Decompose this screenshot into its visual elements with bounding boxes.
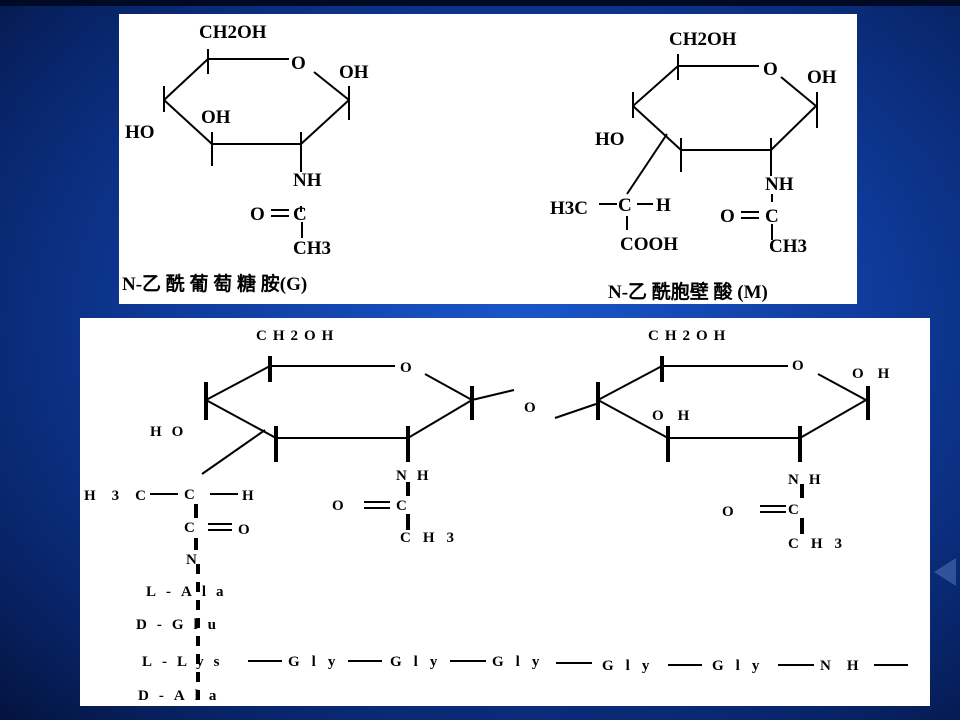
lactyl-carbonyl-carbon: C bbox=[184, 520, 195, 536]
nam-ch2oh-label: CH2OH bbox=[669, 29, 737, 50]
right-ch2oh-label: CH2OH bbox=[648, 328, 731, 344]
nam-h3c-label: H3C bbox=[550, 198, 588, 219]
nam-oh-right: OH bbox=[807, 67, 837, 88]
nag-ho-label: HO bbox=[125, 122, 155, 143]
left-ho-label: HO bbox=[150, 424, 193, 440]
ring-bond bbox=[471, 389, 515, 401]
right-ring-labels: CH2OH O OH OH NH O C CH3 bbox=[648, 328, 903, 552]
nam-bond bbox=[632, 105, 682, 151]
nam-bond bbox=[770, 105, 817, 151]
nam-lactyl-carbon: C bbox=[618, 195, 632, 216]
glycine-1: Gly bbox=[288, 654, 347, 670]
peptide-residue-4: D-Ala bbox=[138, 688, 226, 704]
glycine-3: Gly bbox=[492, 654, 551, 670]
left-nh-label: NH bbox=[396, 468, 439, 484]
nag-caption: N-乙 酰 葡 萄 糖 胺(G) bbox=[122, 272, 307, 295]
right-oh-mid: OH bbox=[652, 408, 703, 424]
right-carbonyl-oxygen: O bbox=[722, 504, 734, 520]
right-ring bbox=[596, 356, 870, 462]
peptide-residue-2: D-Glu bbox=[136, 617, 226, 633]
glycosidic-oxygen: O bbox=[524, 400, 536, 416]
nag-carbonyl-oxygen: O bbox=[250, 204, 265, 225]
ring-bond bbox=[424, 373, 473, 401]
nam-nh-label: NH bbox=[765, 174, 794, 195]
right-ch3-label: CH3 bbox=[788, 536, 854, 552]
monomer-panel: CH2OH O OH OH HO NH O C CH3 N-乙 酰 葡 萄 糖 … bbox=[119, 14, 857, 304]
ring-bond bbox=[597, 399, 669, 439]
right-acetamido bbox=[760, 484, 804, 534]
nam-bond bbox=[780, 76, 817, 107]
ring-bond bbox=[817, 373, 867, 401]
nag-ring-oxygen: O bbox=[291, 53, 306, 74]
slide-top-bar bbox=[0, 0, 960, 6]
nam-carbonyl-oxygen: O bbox=[720, 206, 735, 227]
nam-structure: CH2OH O OH HO NH O C CH3 H3C C H COOH N-… bbox=[550, 29, 837, 303]
lactyl-group bbox=[150, 493, 238, 550]
lactyl-hydrogen: H bbox=[242, 488, 254, 504]
nag-bond bbox=[163, 99, 213, 145]
ring-bond bbox=[205, 365, 271, 401]
peptide-residue-1: L-Ala bbox=[146, 584, 234, 600]
nam-bond bbox=[626, 133, 668, 195]
bridge-end-nh: NH bbox=[820, 658, 875, 674]
slide-decoration bbox=[934, 558, 956, 586]
ring-bond bbox=[799, 399, 867, 439]
lactyl-carbonyl-oxygen: O bbox=[238, 522, 250, 538]
peptidoglycan-panel: CH2OH O O HO NH O C CH3 CH2OH O OH OH NH… bbox=[80, 318, 930, 706]
nag-bond bbox=[300, 99, 350, 145]
left-acetamido bbox=[364, 482, 410, 530]
glycine-labels: Gly Gly Gly Gly Gly NH bbox=[288, 654, 875, 674]
ring-bond bbox=[597, 365, 663, 401]
glycine-2: Gly bbox=[390, 654, 449, 670]
nam-ring-oxygen: O bbox=[763, 59, 778, 80]
nam-lactyl-h: H bbox=[656, 195, 671, 216]
left-carbonyl-carbon: C bbox=[396, 498, 407, 514]
ring-bond bbox=[554, 403, 597, 419]
left-carbonyl-oxygen: O bbox=[332, 498, 344, 514]
lactyl-bond bbox=[201, 429, 266, 475]
right-ring-oxygen: O bbox=[792, 358, 804, 374]
lactyl-labels: H3C C H C O N bbox=[84, 487, 254, 568]
peptide-labels: L-Ala D-Glu L-Lys D-Ala bbox=[136, 584, 234, 704]
nag-oh-right: OH bbox=[339, 62, 369, 83]
ring-bond bbox=[205, 399, 277, 439]
left-ring bbox=[201, 356, 597, 475]
ring-bond bbox=[407, 399, 473, 439]
left-ch2oh-label: CH2OH bbox=[256, 328, 339, 344]
glycine-4: Gly bbox=[602, 658, 661, 674]
nam-caption: N-乙 酰胞壁 酸 (M) bbox=[608, 280, 768, 303]
nag-ch3-label: CH3 bbox=[293, 238, 331, 259]
left-ch3-label: CH3 bbox=[400, 530, 466, 546]
nag-structure: CH2OH O OH OH HO NH O C CH3 N-乙 酰 葡 萄 糖 … bbox=[122, 22, 369, 295]
lactyl-carbon: C bbox=[184, 487, 195, 503]
glycine-bridge-bonds bbox=[248, 660, 908, 666]
nam-ch3-label: CH3 bbox=[769, 236, 807, 257]
nag-nh-label: NH bbox=[293, 170, 322, 191]
right-carbonyl-carbon: C bbox=[788, 502, 799, 518]
nag-oh-mid: OH bbox=[201, 107, 231, 128]
right-oh-top: OH bbox=[852, 366, 903, 382]
left-ring-labels: CH2OH O O HO NH O C CH3 bbox=[150, 328, 536, 546]
nam-bond bbox=[632, 65, 679, 107]
monomer-structures: CH2OH O OH OH HO NH O C CH3 N-乙 酰 葡 萄 糖 … bbox=[122, 22, 837, 303]
nag-carbonyl-carbon: C bbox=[293, 204, 307, 225]
right-nh-label: NH bbox=[788, 472, 831, 488]
left-ring-oxygen: O bbox=[400, 360, 412, 376]
h3c-label: H3C bbox=[84, 488, 162, 504]
nag-bond bbox=[163, 58, 209, 101]
nam-carbonyl-carbon: C bbox=[765, 206, 779, 227]
nag-bond bbox=[313, 71, 350, 101]
nam-cooh-label: COOH bbox=[620, 234, 678, 255]
nag-ch2oh-label: CH2OH bbox=[199, 22, 267, 43]
glycine-5: Gly bbox=[712, 658, 771, 674]
peptidoglycan-structure: CH2OH O O HO NH O C CH3 CH2OH O OH OH NH… bbox=[84, 328, 908, 706]
nam-ho-label: HO bbox=[595, 129, 625, 150]
lactyl-nitrogen: N bbox=[186, 552, 197, 568]
peptide-residue-3: L-Lys bbox=[142, 654, 230, 670]
